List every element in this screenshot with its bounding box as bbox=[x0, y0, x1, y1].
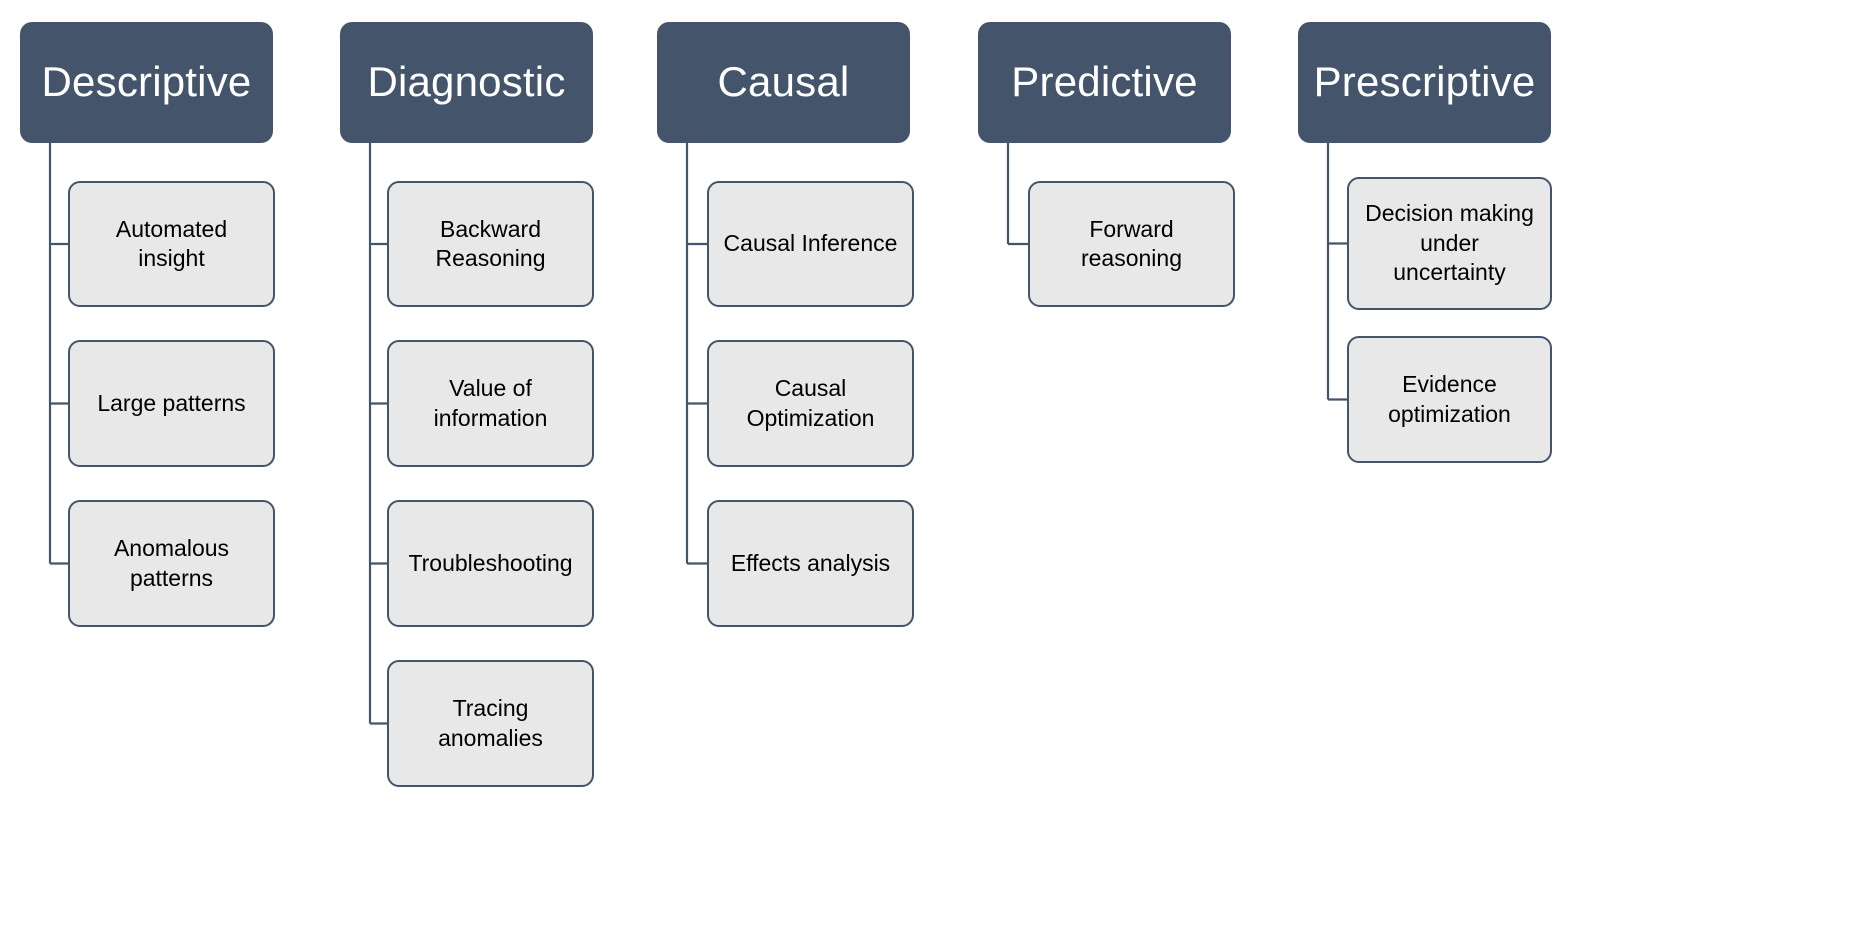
child-box-predictive-0[interactable]: Forward reasoning bbox=[1028, 181, 1235, 307]
header-box-causal[interactable]: Causal bbox=[657, 22, 910, 143]
child-box-causal-0[interactable]: Causal Inference bbox=[707, 181, 914, 307]
header-box-prescriptive[interactable]: Prescriptive bbox=[1298, 22, 1551, 143]
child-box-prescriptive-0[interactable]: Decision making under uncertainty bbox=[1347, 177, 1552, 310]
child-box-prescriptive-1[interactable]: Evidence optimization bbox=[1347, 336, 1552, 463]
child-box-descriptive-1[interactable]: Large patterns bbox=[68, 340, 275, 467]
child-box-causal-1[interactable]: Causal Optimization bbox=[707, 340, 914, 467]
child-box-diagnostic-3[interactable]: Tracing anomalies bbox=[387, 660, 594, 787]
header-box-descriptive[interactable]: Descriptive bbox=[20, 22, 273, 143]
child-box-causal-2[interactable]: Effects analysis bbox=[707, 500, 914, 627]
child-box-descriptive-2[interactable]: Anomalous patterns bbox=[68, 500, 275, 627]
child-box-descriptive-0[interactable]: Automated insight bbox=[68, 181, 275, 307]
child-box-diagnostic-0[interactable]: Backward Reasoning bbox=[387, 181, 594, 307]
child-box-diagnostic-2[interactable]: Troubleshooting bbox=[387, 500, 594, 627]
child-box-diagnostic-1[interactable]: Value of information bbox=[387, 340, 594, 467]
header-box-predictive[interactable]: Predictive bbox=[978, 22, 1231, 143]
header-box-diagnostic[interactable]: Diagnostic bbox=[340, 22, 593, 143]
